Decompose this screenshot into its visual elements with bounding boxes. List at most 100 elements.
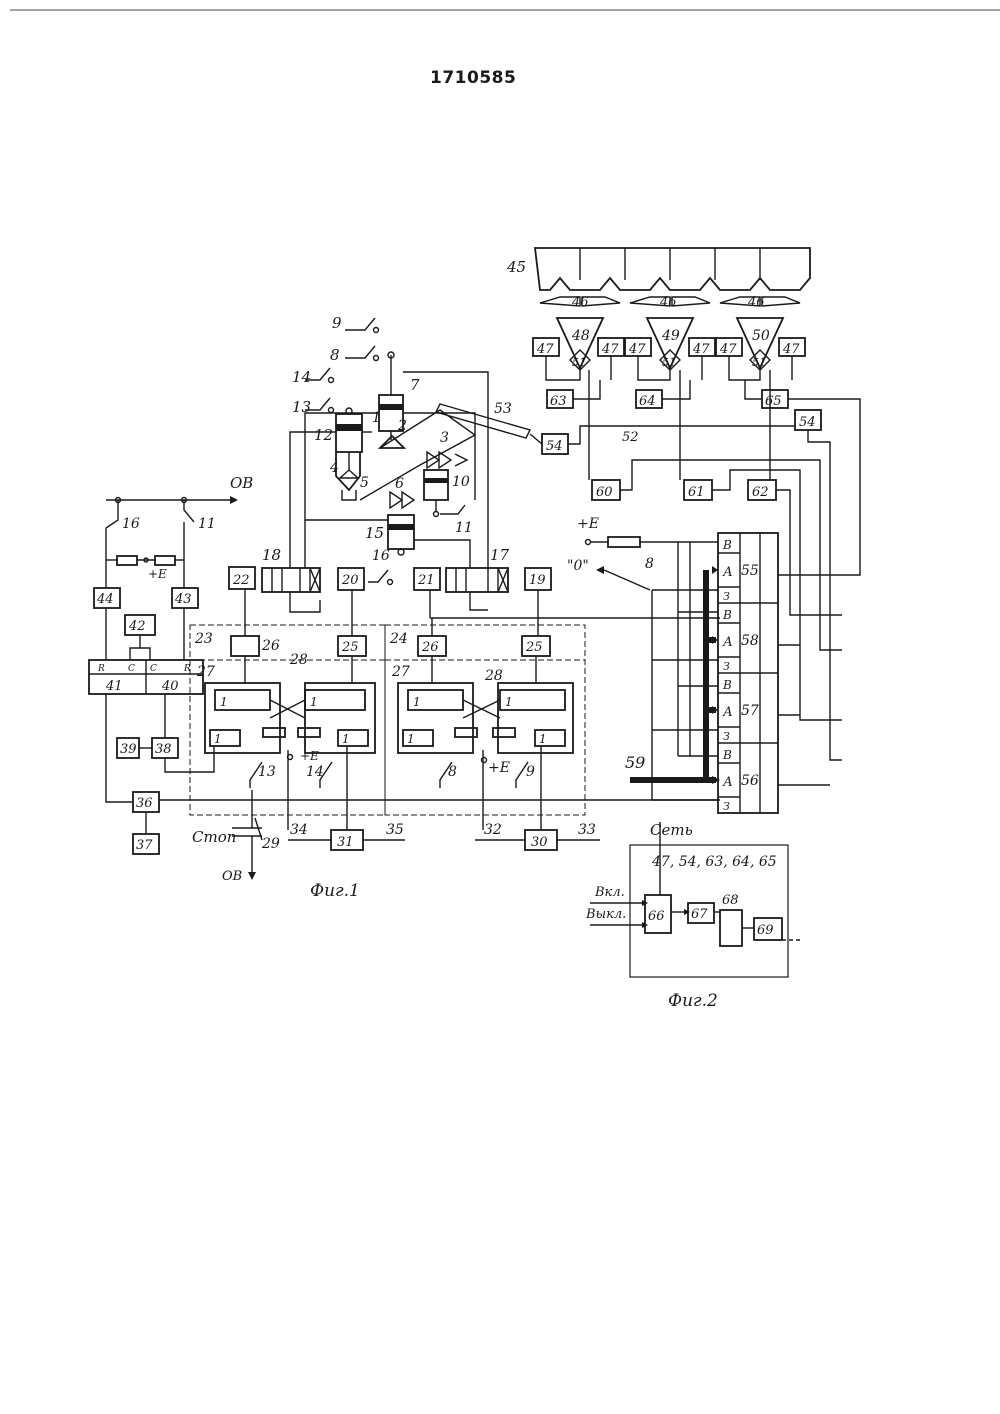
svg-text:36: 36 bbox=[136, 796, 153, 811]
svg-text:12: 12 bbox=[314, 426, 333, 444]
svg-text:А: А bbox=[722, 565, 733, 580]
svg-text:25: 25 bbox=[341, 640, 359, 655]
svg-text:А: А bbox=[722, 635, 733, 650]
svg-text:C: C bbox=[150, 664, 157, 674]
svg-text:17: 17 bbox=[490, 546, 510, 564]
svg-text:"0": "0" bbox=[567, 558, 589, 574]
svg-text:1: 1 bbox=[342, 732, 350, 746]
svg-text:28: 28 bbox=[484, 668, 503, 684]
svg-text:47: 47 bbox=[782, 342, 800, 357]
svg-text:47: 47 bbox=[536, 342, 554, 357]
svg-text:1: 1 bbox=[539, 732, 547, 746]
svg-text:1: 1 bbox=[505, 695, 513, 709]
svg-text:47: 47 bbox=[601, 342, 619, 357]
svg-text:1: 1 bbox=[413, 695, 421, 709]
label-52: 52 bbox=[622, 430, 639, 445]
svg-text:63: 63 bbox=[550, 394, 567, 409]
svg-text:35: 35 bbox=[386, 822, 404, 838]
svg-text:R: R bbox=[183, 664, 191, 674]
cylinder-10 bbox=[424, 470, 448, 500]
svg-text:62: 62 bbox=[752, 485, 769, 500]
svg-text:11: 11 bbox=[198, 516, 216, 532]
svg-text:44: 44 bbox=[96, 592, 114, 607]
svg-text:В: В bbox=[722, 538, 732, 552]
svg-text:18: 18 bbox=[262, 546, 281, 564]
svg-text:47: 47 bbox=[628, 342, 646, 357]
svg-text:8: 8 bbox=[645, 556, 654, 572]
svg-text:57: 57 bbox=[741, 703, 759, 719]
svg-text:41: 41 bbox=[105, 679, 123, 694]
svg-text:В: В bbox=[722, 678, 732, 692]
svg-text:59: 59 bbox=[625, 753, 645, 772]
svg-text:+E: +E bbox=[488, 760, 510, 776]
label-51b: 51 bbox=[662, 356, 676, 369]
svg-text:38: 38 bbox=[155, 742, 172, 757]
figure-2: Сеть 47, 54, 63, 64, 65 Вкл. Выкл. 66 67… bbox=[585, 821, 800, 1011]
svg-text:З: З bbox=[723, 590, 730, 603]
svg-text:16: 16 bbox=[122, 516, 140, 532]
svg-text:+E: +E bbox=[148, 567, 167, 581]
svg-text:55: 55 bbox=[741, 563, 759, 579]
svg-text:9: 9 bbox=[526, 764, 535, 780]
svg-text:11: 11 bbox=[455, 520, 473, 536]
svg-text:А: А bbox=[722, 775, 733, 790]
svg-text:+E: +E bbox=[577, 516, 599, 532]
svg-text:9: 9 bbox=[332, 314, 342, 332]
svg-text:28: 28 bbox=[289, 652, 308, 668]
svg-text:23: 23 bbox=[194, 631, 213, 647]
svg-text:5: 5 bbox=[360, 475, 369, 491]
svg-text:21: 21 bbox=[417, 573, 435, 588]
svg-text:47, 54, 63, 64, 65: 47, 54, 63, 64, 65 bbox=[651, 854, 777, 870]
svg-text:C: C bbox=[128, 664, 135, 674]
svg-text:20: 20 bbox=[341, 573, 359, 588]
svg-text:14: 14 bbox=[292, 368, 311, 386]
register-stack: +E "0" 8 В А З В А З В А bbox=[567, 516, 842, 813]
svg-text:4: 4 bbox=[329, 460, 339, 476]
hopper-section: 45 46 46 46 48 49 50 51 51 51 47 47 bbox=[506, 248, 860, 575]
svg-text:40: 40 bbox=[161, 679, 179, 694]
svg-text:26: 26 bbox=[421, 640, 439, 655]
svg-text:3: 3 bbox=[440, 430, 449, 446]
svg-text:60: 60 bbox=[596, 485, 613, 500]
label-50: 50 bbox=[752, 328, 770, 344]
svg-text:25: 25 bbox=[525, 640, 543, 655]
svg-text:10: 10 bbox=[452, 474, 470, 490]
svg-text:З: З bbox=[723, 730, 730, 743]
svg-text:47: 47 bbox=[692, 342, 710, 357]
svg-text:56: 56 bbox=[741, 773, 759, 789]
control-block-24: 24 26 25 28 27 1 1 1 1 +E 8 9 bbox=[385, 625, 585, 815]
svg-text:6: 6 bbox=[395, 476, 404, 492]
cylinder-15 bbox=[388, 515, 414, 549]
svg-text:15: 15 bbox=[365, 524, 384, 542]
svg-text:16: 16 bbox=[372, 548, 390, 564]
svg-text:58: 58 bbox=[741, 633, 759, 649]
svg-text:Стоп: Стоп bbox=[192, 828, 236, 846]
svg-text:29: 29 bbox=[261, 836, 280, 852]
svg-text:30: 30 bbox=[531, 835, 548, 850]
svg-text:54: 54 bbox=[799, 415, 816, 430]
svg-text:37: 37 bbox=[136, 838, 153, 853]
svg-text:24: 24 bbox=[389, 631, 408, 647]
label-46c: 46 bbox=[747, 295, 765, 310]
svg-text:53: 53 bbox=[494, 401, 512, 417]
label-48: 48 bbox=[571, 328, 590, 344]
svg-text:27: 27 bbox=[196, 664, 215, 680]
cylinder-12 bbox=[336, 414, 362, 452]
svg-text:61: 61 bbox=[688, 485, 705, 500]
svg-text:69: 69 bbox=[757, 923, 774, 938]
svg-text:Выкл.: Выкл. bbox=[585, 907, 626, 922]
svg-text:27: 27 bbox=[391, 664, 410, 680]
svg-text:1: 1 bbox=[310, 695, 318, 709]
svg-text:ОВ: ОВ bbox=[222, 869, 242, 884]
label-45: 45 bbox=[506, 258, 526, 276]
svg-text:В: В bbox=[722, 748, 732, 762]
svg-text:+E: +E bbox=[300, 749, 319, 763]
svg-text:Вкл.: Вкл. bbox=[594, 885, 625, 900]
svg-text:22: 22 bbox=[232, 573, 250, 588]
svg-text:ОВ: ОВ bbox=[230, 474, 253, 492]
label-51a: 51 bbox=[572, 356, 586, 369]
svg-text:А: А bbox=[722, 705, 733, 720]
svg-text:66: 66 bbox=[648, 909, 665, 924]
svg-text:64: 64 bbox=[639, 394, 656, 409]
svg-text:13: 13 bbox=[258, 764, 276, 780]
